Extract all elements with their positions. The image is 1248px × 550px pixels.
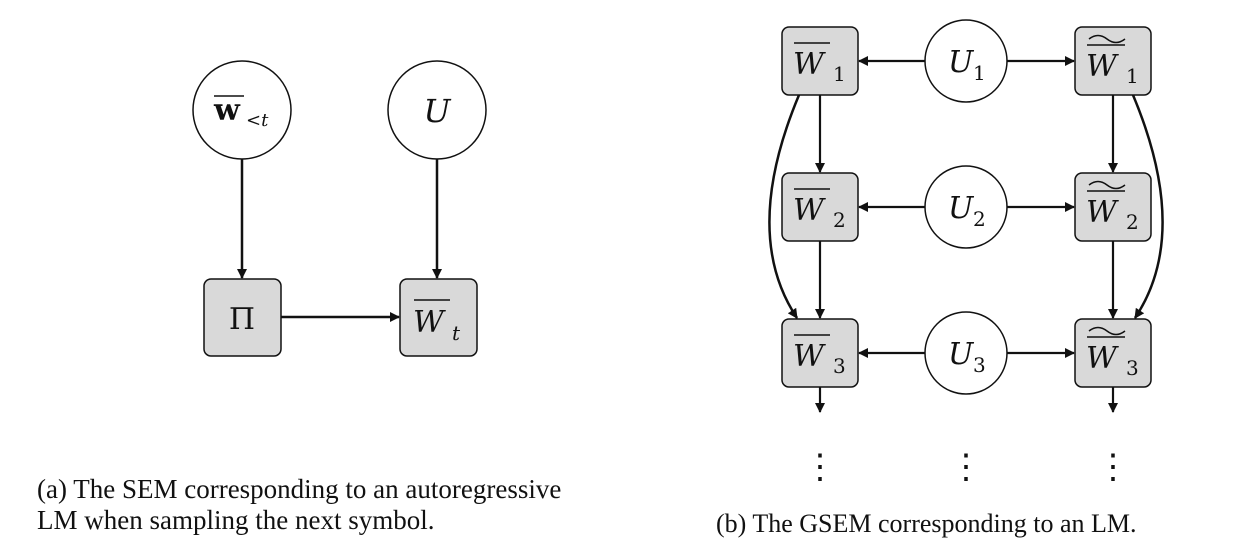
node-label: Π [229,302,255,337]
node-label: U [948,45,975,80]
ellipsis-3: ⋮ [1096,447,1130,487]
node-pi: Π [203,278,282,357]
node-subscript: 1 [833,62,846,86]
node-subscript: 2 [1126,210,1139,234]
node-label: W [1086,195,1119,230]
node-label: U [948,337,975,372]
caption-a: (a) The SEM corresponding to an autoregr… [37,474,561,536]
ellipsis-1: ⋮ [803,447,837,487]
ellipsis-2: ⋮ [949,447,983,487]
node-label: W [413,305,446,340]
caption-a-line2: LM when sampling the next symbol. [37,505,435,535]
figure-a: w <t U Π W t [192,60,487,357]
caption-b: (b) The GSEM corresponding to an LM. [716,509,1137,538]
tilde-icon [1088,34,1126,44]
node-subscript: 1 [1126,64,1139,88]
tilde-icon [1088,326,1126,336]
node-w-lt-t: w <t [192,60,292,160]
node-subscript: 3 [1126,356,1139,380]
tilde-icon [1088,180,1126,190]
node-label: w [213,93,241,128]
node-label: U [948,191,975,226]
edge-right-skip [1131,94,1164,319]
node-label: W [1086,341,1119,376]
node-label: W [793,47,826,82]
node-w-t: W t [399,278,478,357]
node-label: W [793,339,826,374]
node-label: W [1086,49,1119,84]
node-subscript: 2 [973,207,986,231]
node-subscript: <t [246,110,269,131]
caption-a-line1: (a) The SEM corresponding to an autoregr… [37,474,562,504]
node-subscript: 3 [833,354,846,378]
node-subscript: 1 [973,61,986,85]
node-subscript: 2 [833,208,846,232]
node-label: W [793,193,826,228]
node-u: U [387,60,487,160]
edge-left-skip [768,94,801,319]
node-subscript: t [452,321,461,345]
node-label: U [424,92,452,130]
node-subscript: 3 [973,353,986,377]
